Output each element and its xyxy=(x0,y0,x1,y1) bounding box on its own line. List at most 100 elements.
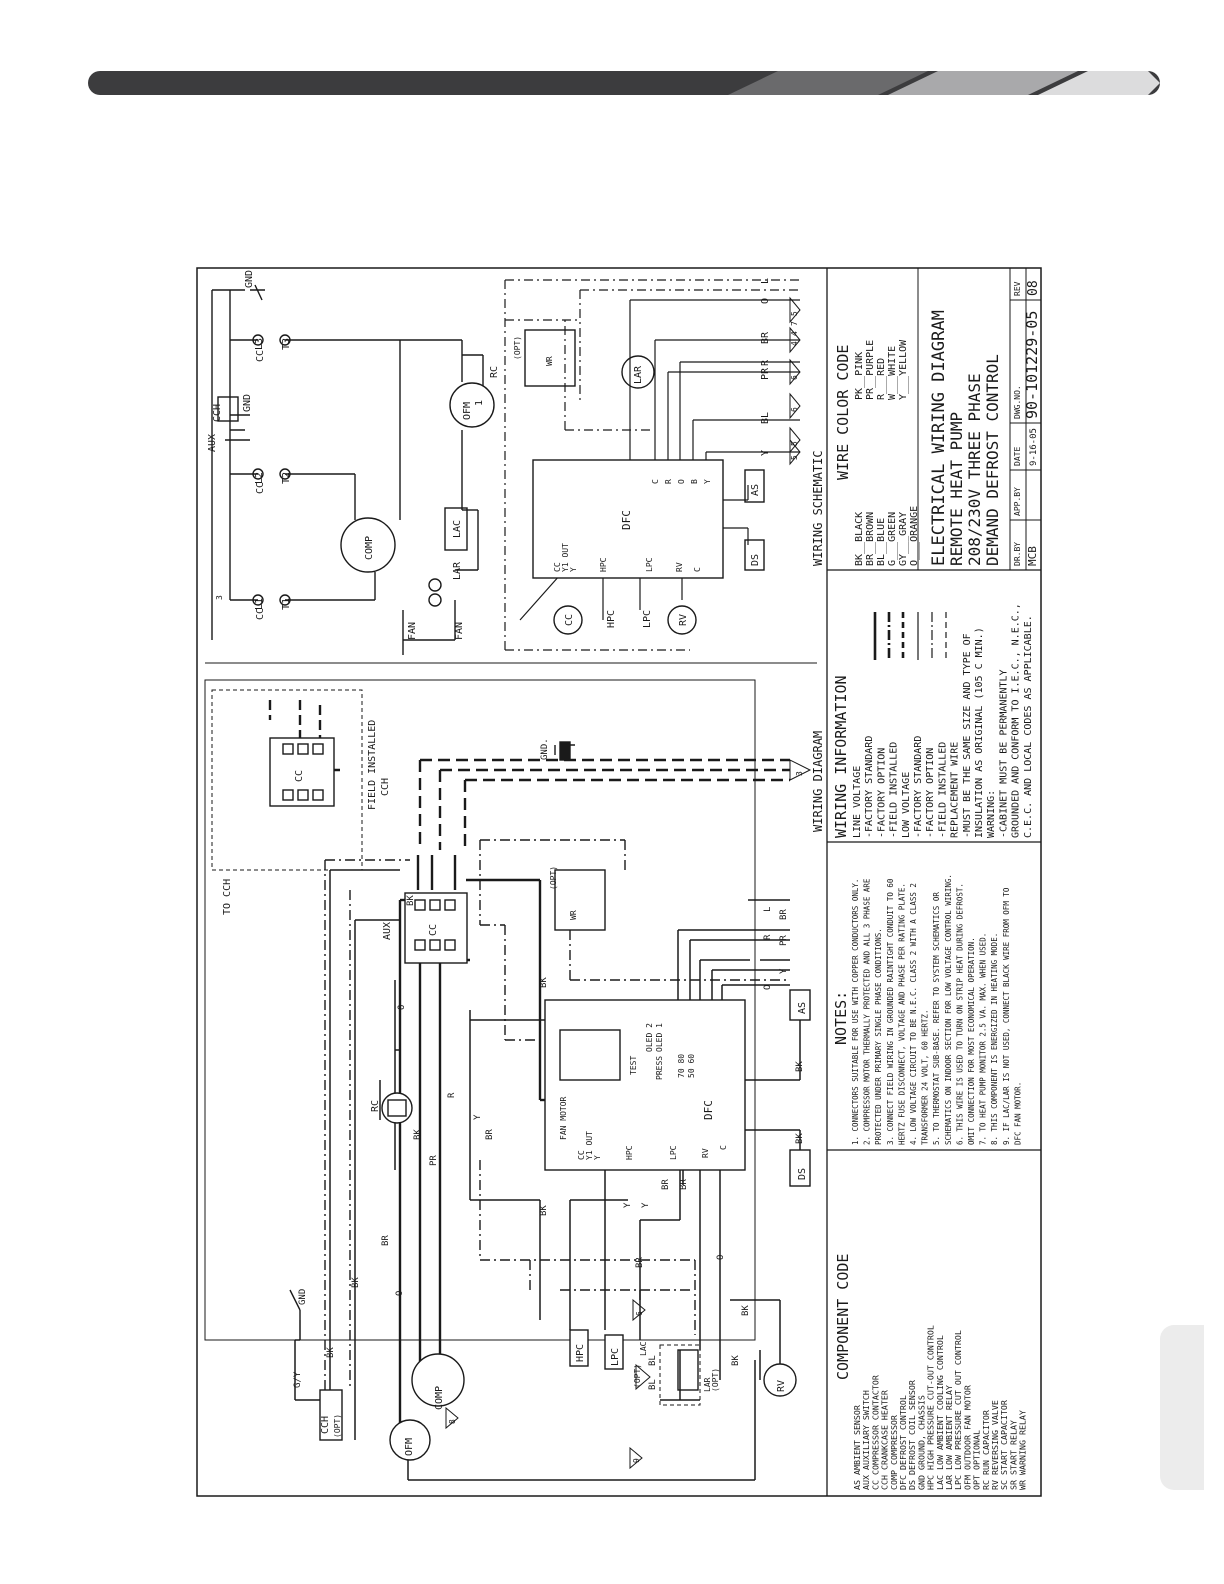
diagram-ofm-label: OFM xyxy=(404,1438,415,1456)
wire-label: Y xyxy=(779,968,789,974)
component-code-entry: WR WARNING RELAY xyxy=(1018,1410,1028,1490)
note-line: DFC FAN MOTOR. xyxy=(1013,1082,1022,1145)
wire-color-entry: BK__BLACK xyxy=(854,512,865,566)
dfc-setting1-label: 70 80 xyxy=(677,1054,686,1078)
wire-color-entry: PK__PINK xyxy=(854,352,865,400)
wiring-information-line: -FIELD INSTALLED xyxy=(937,742,948,838)
note-line: SCHEMATICS ON INDOOR SECTION FOR LOW VOL… xyxy=(944,874,953,1145)
wiring-schematic-label: WIRING SCHEMATIC xyxy=(811,450,825,566)
field-cc-label: CC xyxy=(294,770,305,782)
diagram-cc-label: CC xyxy=(428,924,439,936)
wire-label: L xyxy=(763,907,773,912)
dfc-test-label: TEST xyxy=(629,1056,638,1075)
title-field-appby-label: APP.BY xyxy=(1013,487,1022,516)
diagram-note-marker-6: 6 xyxy=(635,1311,644,1316)
dfc-hpc-term: HPC xyxy=(625,1145,634,1160)
note-line: 6. THIS WIRE IS USED TO TURN ON STRIP HE… xyxy=(955,883,964,1145)
wiring-information-line: -FACTORY OPTION xyxy=(876,748,887,838)
wiring-information-line: REPLACEMENT WIRE xyxy=(950,742,961,838)
diagram-lar-label: LAR xyxy=(703,1377,712,1392)
wire-color-entry: O___ORANGE xyxy=(909,506,920,566)
component-code-entry: COMP COMPRESSOR xyxy=(889,1415,899,1490)
wire-label: Y xyxy=(623,1202,633,1208)
wire-label: BK xyxy=(539,977,549,988)
note-line: 9. IF LAC/LAR IS NOT USED, CONNECT BLACK… xyxy=(1002,887,1011,1145)
wire-label: O xyxy=(395,1291,405,1296)
wiring-information-line: LOW VOLTAGE xyxy=(901,772,912,838)
comp-label: COMP xyxy=(364,536,375,560)
diagram-note-marker-8: 8 xyxy=(448,1419,457,1424)
component-code-heading: COMPONENT CODE xyxy=(834,1254,852,1380)
terminal-t1: T1 xyxy=(281,598,292,610)
dfc-label: DFC xyxy=(620,510,633,530)
wire-label: Y xyxy=(473,1114,483,1120)
ofm-number: 1 xyxy=(474,400,485,406)
diagram-comp-label: COMP xyxy=(434,1386,445,1410)
dfc-setting2-label: 50 60 xyxy=(687,1054,696,1078)
diagram-rc-label: RC xyxy=(370,1100,381,1112)
wire-label: BK xyxy=(351,1277,361,1288)
diagram-note-marker-3: 3 xyxy=(795,771,804,776)
lar-label: LAR xyxy=(452,561,463,580)
wire-label: R xyxy=(447,1092,457,1098)
diagram-aux-label: AUX xyxy=(382,922,393,940)
diagram-gnd-dot-label: GND. xyxy=(540,738,550,760)
wr-label: WR xyxy=(545,356,554,366)
dfc-y1out-terminal: Y1 OUT xyxy=(561,543,570,572)
component-code-entry: DFC DEFROST CONTROL xyxy=(898,1395,908,1490)
note-marker-6b: 6 xyxy=(790,375,799,380)
wire-label: BK xyxy=(413,1129,423,1140)
note-line: 8. THIS COMPONENT IS ENERGIZED IN HEATIN… xyxy=(990,933,999,1145)
fan-label-1: FAN xyxy=(407,622,418,640)
tstat-o: O xyxy=(677,479,686,484)
wire-label: BR xyxy=(679,1179,689,1190)
field-cch-label: CCH xyxy=(380,778,391,796)
tstat-y: Y xyxy=(703,479,712,484)
wiring-information-line: WARNING: xyxy=(986,790,997,838)
diagram-as-label: AS xyxy=(797,1002,808,1014)
notes-heading: NOTES: xyxy=(832,991,850,1045)
wire-color-entry: G___GREEN xyxy=(887,512,898,566)
note-line: 3. CONNECT FIELD WIRING IN GROUNDED RAIN… xyxy=(886,878,895,1145)
component-code-entry: OFM OUTDOOR FAN MOTOR xyxy=(962,1385,972,1490)
title-field-rev-label: REV xyxy=(1013,281,1022,296)
dfc-y1out-term: Y1 OUT xyxy=(585,1131,594,1160)
title-line-3: 208/230V THREE PHASE xyxy=(965,373,984,566)
note-line: PROTECTED UNDER PRIMARY SINGLE PHASE CON… xyxy=(874,928,883,1145)
notes: NOTES: 1. CONNECTORS SUITABLE FOR USE WI… xyxy=(832,874,1022,1145)
wiring-information-heading: WIRING INFORMATION xyxy=(832,675,850,838)
wire-label: PR xyxy=(429,1155,439,1166)
wiring-information-line: -CABINET MUST BE PERMANENTLY xyxy=(998,669,1009,838)
wire-label: BR xyxy=(661,1179,671,1190)
diagram-ds-label: DS xyxy=(797,1168,808,1180)
schematic-components xyxy=(217,284,765,635)
wiring-information-line: LINE VOLTAGE xyxy=(852,766,863,838)
diagram-dfc-label: DFC xyxy=(702,1100,715,1120)
wiring-diagram-label: WIRING DIAGRAM xyxy=(811,731,825,832)
component-code-entry: HPC HIGH PRESSURE CUT-OUT CONTROL xyxy=(926,1325,936,1490)
tstat-b: B xyxy=(690,479,699,484)
wire-label: BR xyxy=(779,909,789,920)
component-code-entry: SC START CAPACITOR xyxy=(999,1400,1009,1490)
component-code-entry: LPC LOW PRESSURE CUT OUT CONTROL xyxy=(953,1330,963,1490)
lar-coil-label: LAR xyxy=(633,365,644,384)
note-marker-7: 7 xyxy=(790,321,799,326)
dfc-cc-term: CC xyxy=(577,1150,586,1160)
diagram-gnd-label: GND xyxy=(298,1289,308,1305)
diagram-dashed-wires xyxy=(324,745,790,1390)
cc-label-2: CC xyxy=(255,482,266,494)
wire-label: BL xyxy=(648,1379,658,1390)
wire-label: O xyxy=(716,1255,726,1260)
title-field-dwgno-value: 90-101229-05 xyxy=(1023,311,1041,419)
schematic-wires xyxy=(211,289,484,655)
wire-color-entry: Y___YELLOW xyxy=(898,339,909,400)
diagram-note-marker-9: 9 xyxy=(632,1458,641,1463)
note-marker-6a: 6 xyxy=(790,407,799,412)
note-line: 2. COMPRESSOR MOTOR THERMALLY PROTECTED … xyxy=(863,878,872,1145)
title-field-date-value: 9-16-05 xyxy=(1029,428,1039,466)
dfc-c-terminal: C xyxy=(693,567,702,572)
cch-label: CCH xyxy=(212,404,223,422)
title-field-rev-value: 08 xyxy=(1026,280,1041,296)
